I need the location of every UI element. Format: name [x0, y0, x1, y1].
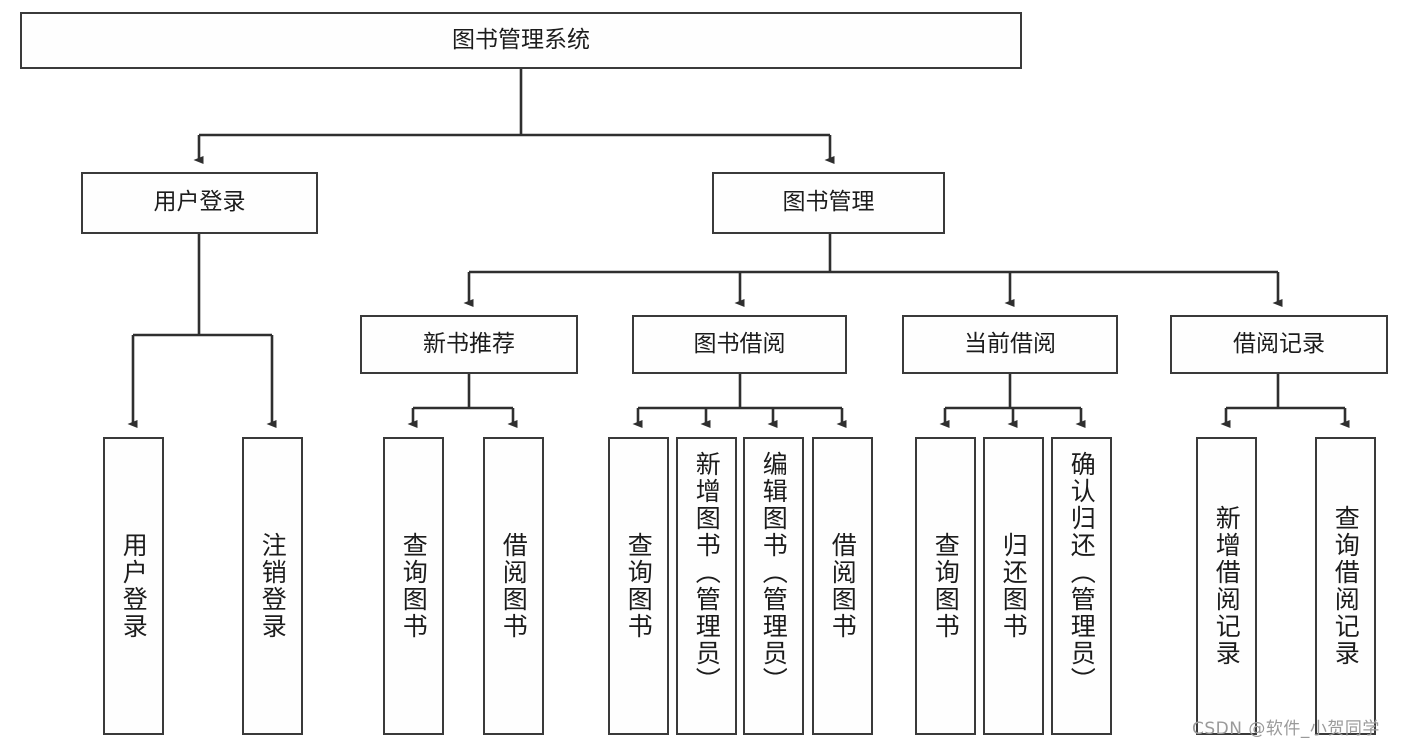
node-label: 借阅记录: [1233, 330, 1325, 357]
node-label: 图书借阅: [693, 330, 786, 357]
node-label: 借阅图书: [828, 532, 858, 640]
node-label: 新增借阅记录: [1212, 505, 1242, 667]
leaf-user-login-login: 用户登录: [103, 437, 164, 735]
node-new-book-recommend: 新书推荐: [360, 315, 578, 374]
node-label: 归还图书: [999, 532, 1029, 640]
node-root-system: 图书管理系统: [20, 12, 1022, 69]
leaf-borrow-record-add: 新增借阅记录: [1196, 437, 1257, 735]
node-label: 确认归还（管理员）: [1067, 451, 1097, 694]
leaf-book-borrow-query: 查询图书: [608, 437, 669, 735]
node-label: 查询借阅记录: [1331, 505, 1361, 667]
leaf-user-login-logout: 注销登录: [242, 437, 303, 735]
node-borrow-record: 借阅记录: [1170, 315, 1388, 374]
leaf-new-book-borrow: 借阅图书: [483, 437, 544, 735]
node-user-login: 用户登录: [81, 172, 318, 234]
node-label: 当前借阅: [964, 330, 1056, 357]
node-label: 新书推荐: [423, 330, 515, 357]
node-book-management: 图书管理: [712, 172, 945, 234]
node-book-borrow: 图书借阅: [632, 315, 847, 374]
node-label: 用户登录: [119, 532, 149, 640]
node-label: 查询图书: [624, 532, 654, 640]
node-label: 图书管理: [782, 189, 875, 216]
leaf-book-borrow-edit: 编辑图书（管理员）: [743, 437, 804, 735]
node-label: 用户登录: [153, 189, 246, 216]
node-label: 新增图书（管理员）: [692, 451, 722, 694]
node-label: 图书管理系统: [452, 26, 590, 53]
node-label: 注销登录: [258, 532, 288, 640]
node-label: 查询图书: [399, 532, 429, 640]
leaf-book-borrow-add: 新增图书（管理员）: [676, 437, 737, 735]
node-label: 借阅图书: [499, 532, 529, 640]
leaf-new-book-query: 查询图书: [383, 437, 444, 735]
leaf-borrow-record-query: 查询借阅记录: [1315, 437, 1376, 735]
csdn-watermark: CSDN @软件_小贺同学: [1192, 719, 1380, 739]
leaf-current-borrow-confirm-return: 确认归还（管理员）: [1051, 437, 1112, 735]
leaf-book-borrow-borrow: 借阅图书: [812, 437, 873, 735]
node-current-borrow: 当前借阅: [902, 315, 1118, 374]
node-label: 查询图书: [931, 532, 961, 640]
node-label: 编辑图书（管理员）: [759, 451, 789, 694]
leaf-current-borrow-return: 归还图书: [983, 437, 1044, 735]
leaf-current-borrow-query: 查询图书: [915, 437, 976, 735]
